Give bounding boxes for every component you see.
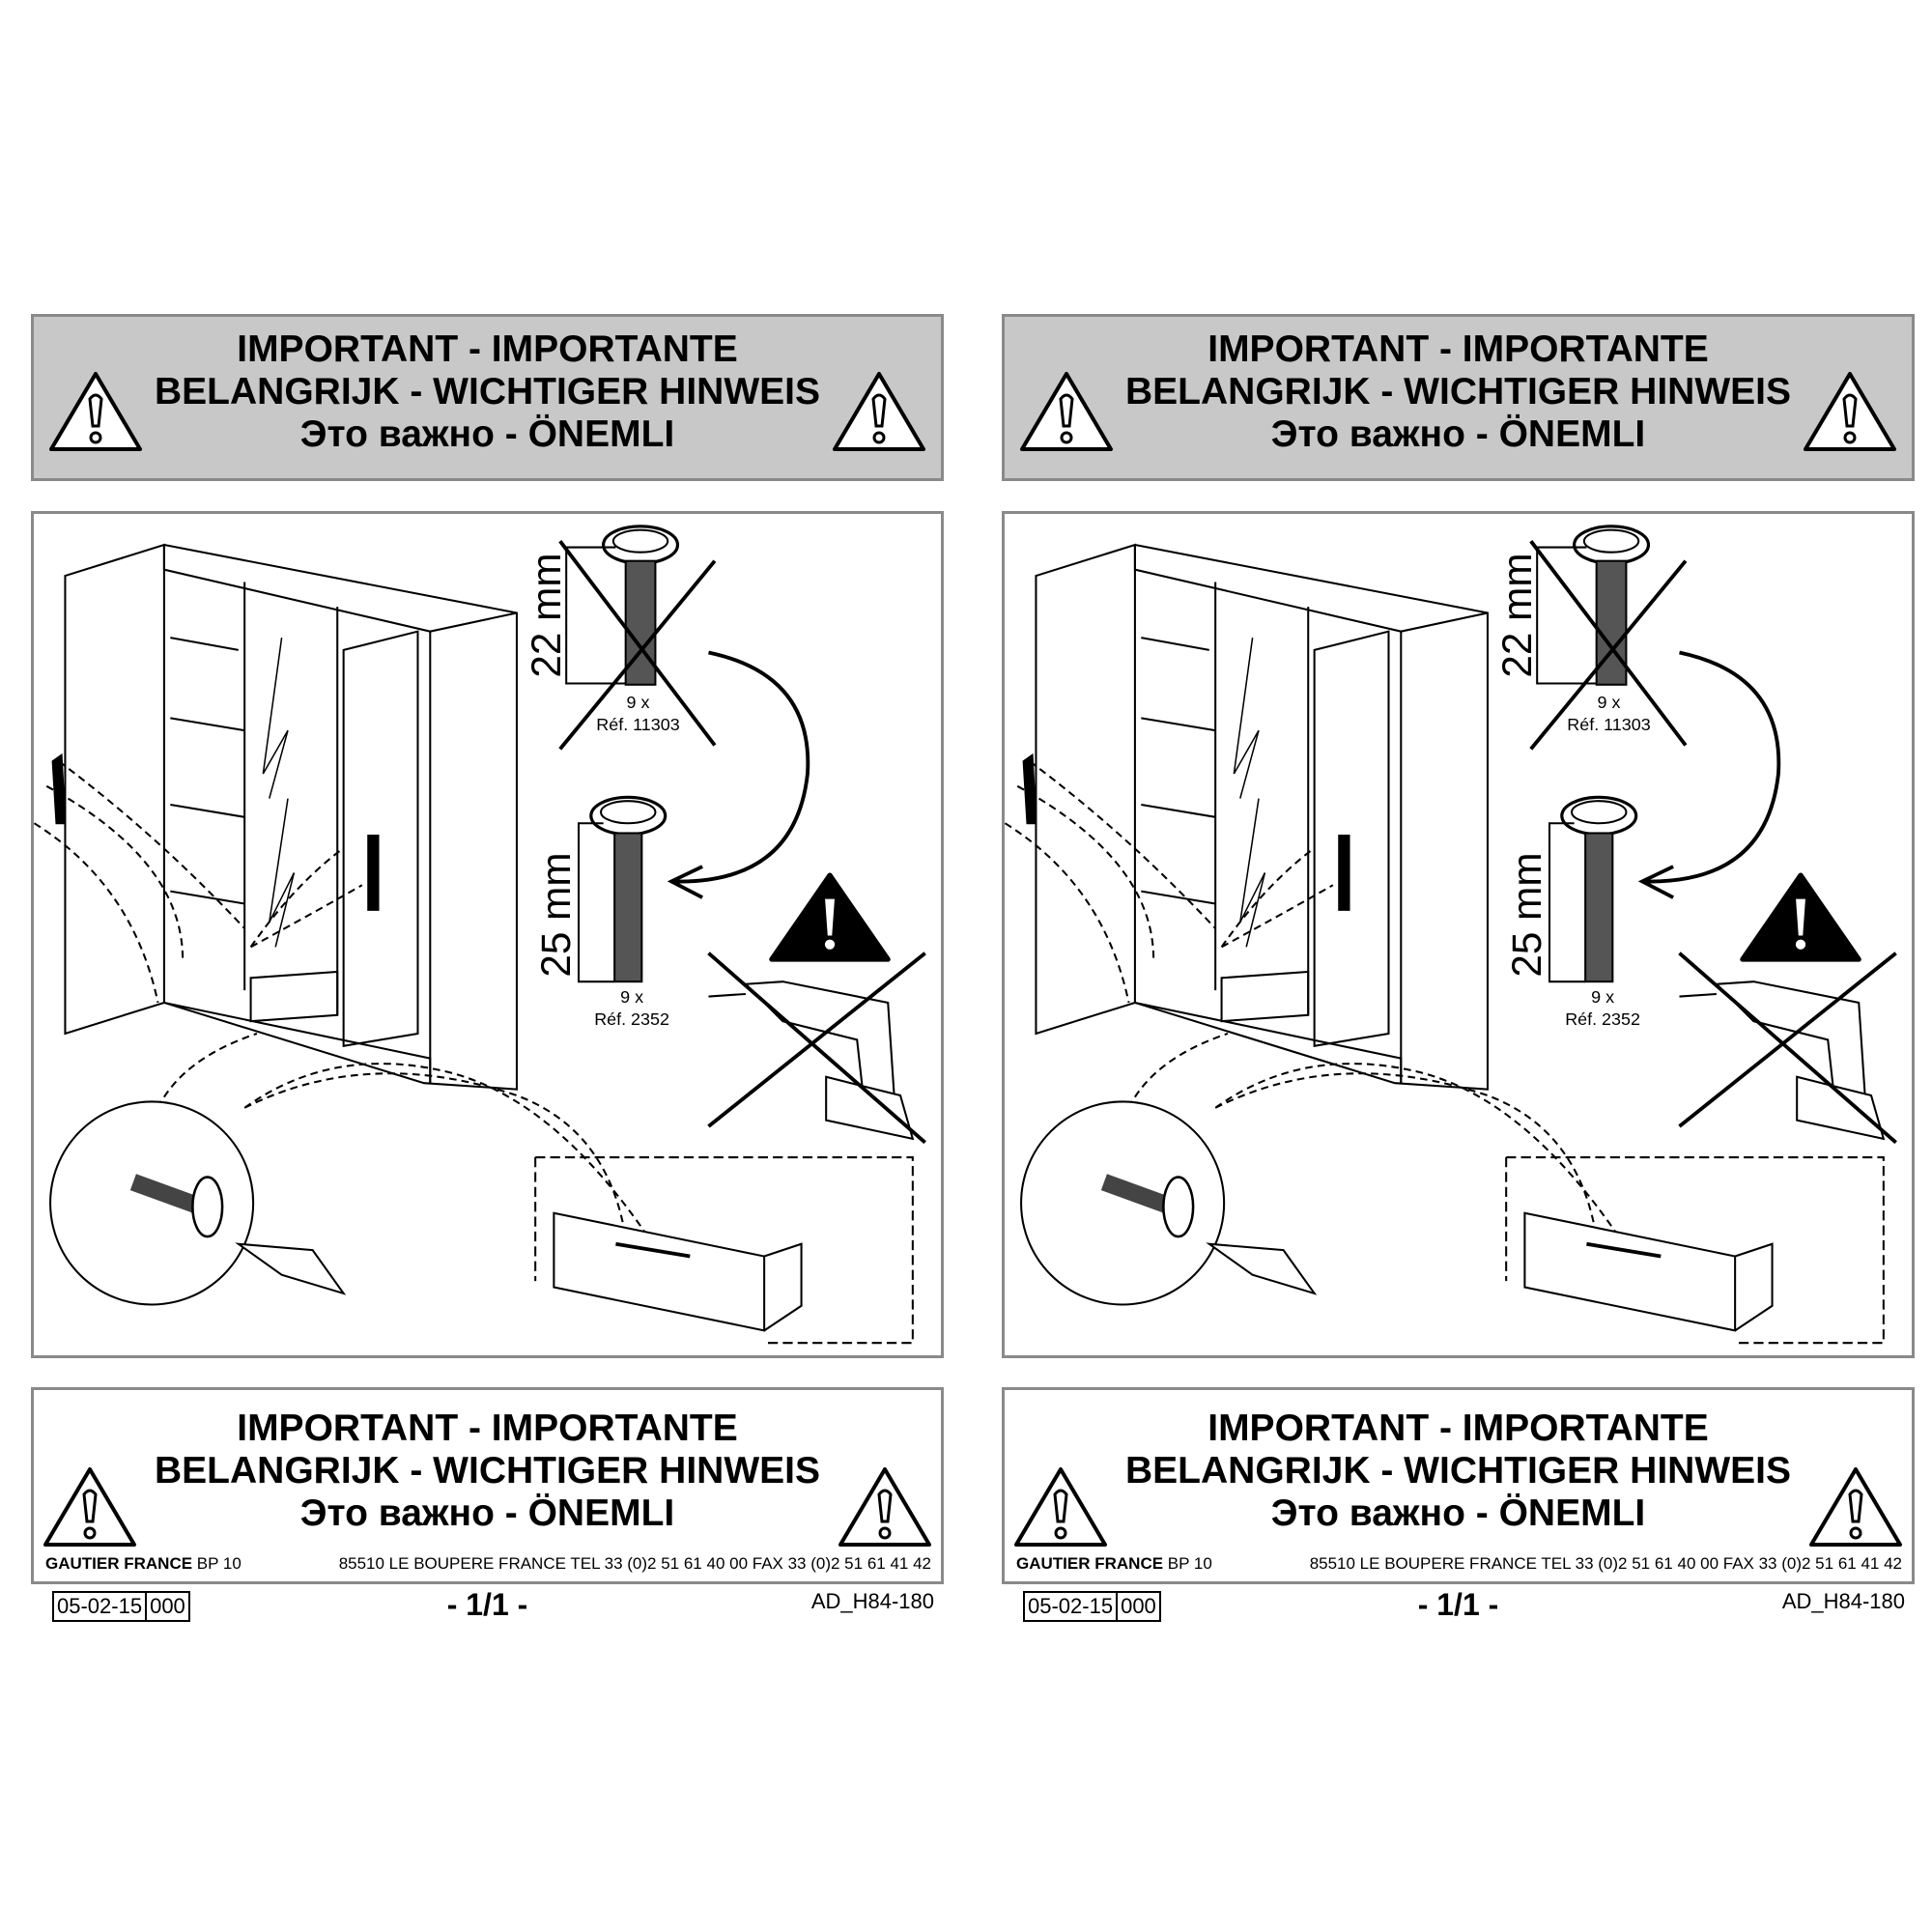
warning-triangle-icon [49,372,142,451]
replace-arrow-icon [1637,650,1781,899]
header-line-1: IMPORTANT - IMPORTANTE [237,328,738,370]
warning-triangle-icon [838,1467,931,1547]
date-code: 000 [145,1593,188,1620]
wardrobe-drawing [33,543,654,1257]
footer-line-3: Это важно - ÖNEMLI [299,1492,675,1534]
header-line-2: BELANGRIJK - WICHTIGER HINWEIS [1125,371,1791,412]
important-header-banner: IMPORTANT - IMPORTANTE BELANGRIJK - WICH… [1002,314,1915,481]
company-address: 85510 LE BOUPERE FRANCE TEL 33 (0)2 51 6… [1309,1554,1902,1573]
footer-line-2: BELANGRIJK - WICHTIGER HINWEIS [1125,1450,1791,1492]
company-contact-line: GAUTIER FRANCE BP 10 85510 LE BOUPERE FR… [1016,1554,1902,1574]
date-code: 000 [1116,1593,1159,1620]
instruction-page: IMPORTANT - IMPORTANTE BELANGRIJK - WICH… [31,0,944,1932]
screw-detail-circle [1020,1100,1318,1306]
page-number: - 1/1 - [1417,1587,1499,1622]
company-name: GAUTIER FRANCE [45,1554,193,1573]
warning-triangle-icon [1020,372,1113,451]
new-screw-25mm [1548,795,1638,983]
new-screw-ref: Réf. 2352 [594,1009,669,1029]
document-reference: AD_H84-180 [810,1589,934,1613]
page-number: - 1/1 - [446,1587,528,1622]
company-name: GAUTIER FRANCE [1016,1554,1164,1573]
assembly-illustration: 22 mm 9 x Réf. 11303 25 mm 9 x Réf. 2352 [31,511,944,1358]
assembly-illustration: 22 mm 9 x Réf. 11303 25 mm 9 x Réf. 2352 [1002,511,1915,1358]
no-power-drill-icon [1678,952,1897,1145]
warning-triangle-icon [43,1467,136,1547]
warning-triangle-icon [1804,372,1896,451]
drawer-detail [534,1156,914,1345]
date-value: 05-02-15 [57,1594,143,1618]
old-screw-length-label: 22 mm [1494,553,1540,677]
company-bp: BP 10 [1167,1554,1212,1573]
replace-arrow-icon [667,650,810,899]
drawer-detail [1505,1156,1885,1345]
old-screw-ref: Réf. 11303 [1567,715,1650,734]
old-screw-ref: Réf. 11303 [596,715,679,734]
new-screw-25mm [577,795,668,983]
warning-filled-icon [769,872,891,962]
warning-triangle-icon [1014,1467,1107,1547]
footer-line-1: IMPORTANT - IMPORTANTE [237,1407,738,1449]
old-screw-22mm [558,525,717,751]
old-screw-22mm [1529,525,1688,751]
new-screw-quantity: 9 x [620,987,643,1007]
old-screw-quantity: 9 x [1598,693,1621,712]
old-screw-length-label: 22 mm [524,553,569,677]
old-screw-quantity: 9 x [627,693,650,712]
important-footer-banner: IMPORTANT - IMPORTANTE BELANGRIJK - WICH… [1002,1387,1915,1584]
footer-line-2: BELANGRIJK - WICHTIGER HINWEIS [155,1450,820,1492]
header-line-3: Это важно - ÖNEMLI [1270,413,1646,455]
wardrobe-drawing [1004,543,1625,1257]
date-value: 05-02-15 [1028,1594,1114,1618]
footer-line-1: IMPORTANT - IMPORTANTE [1208,1407,1709,1449]
warning-triangle-icon [1809,1467,1902,1547]
new-screw-length-label: 25 mm [1504,852,1549,977]
header-line-3: Это важно - ÖNEMLI [299,413,675,455]
important-header-banner: IMPORTANT - IMPORTANTE BELANGRIJK - WICH… [31,314,944,481]
warning-triangle-icon [833,372,925,451]
important-footer-banner: IMPORTANT - IMPORTANTE BELANGRIJK - WICH… [31,1387,944,1584]
company-contact-line: GAUTIER FRANCE BP 10 85510 LE BOUPERE FR… [45,1554,931,1574]
warning-filled-icon [1740,872,1861,962]
date-stamp: 05-02-15 000 [52,1591,190,1622]
footer-line-3: Это важно - ÖNEMLI [1270,1492,1646,1534]
date-stamp: 05-02-15 000 [1023,1591,1161,1622]
company-bp: BP 10 [196,1554,242,1573]
new-screw-length-label: 25 mm [533,852,579,977]
new-screw-ref: Réf. 2352 [1565,1009,1640,1029]
document-reference: AD_H84-180 [1781,1589,1905,1613]
header-line-2: BELANGRIJK - WICHTIGER HINWEIS [155,371,820,412]
no-power-drill-icon [707,952,926,1145]
header-line-1: IMPORTANT - IMPORTANTE [1208,328,1709,370]
instruction-page: IMPORTANT - IMPORTANTE BELANGRIJK - WICH… [1002,0,1915,1932]
screw-detail-circle [49,1100,347,1306]
company-address: 85510 LE BOUPERE FRANCE TEL 33 (0)2 51 6… [338,1554,931,1573]
new-screw-quantity: 9 x [1591,987,1614,1007]
